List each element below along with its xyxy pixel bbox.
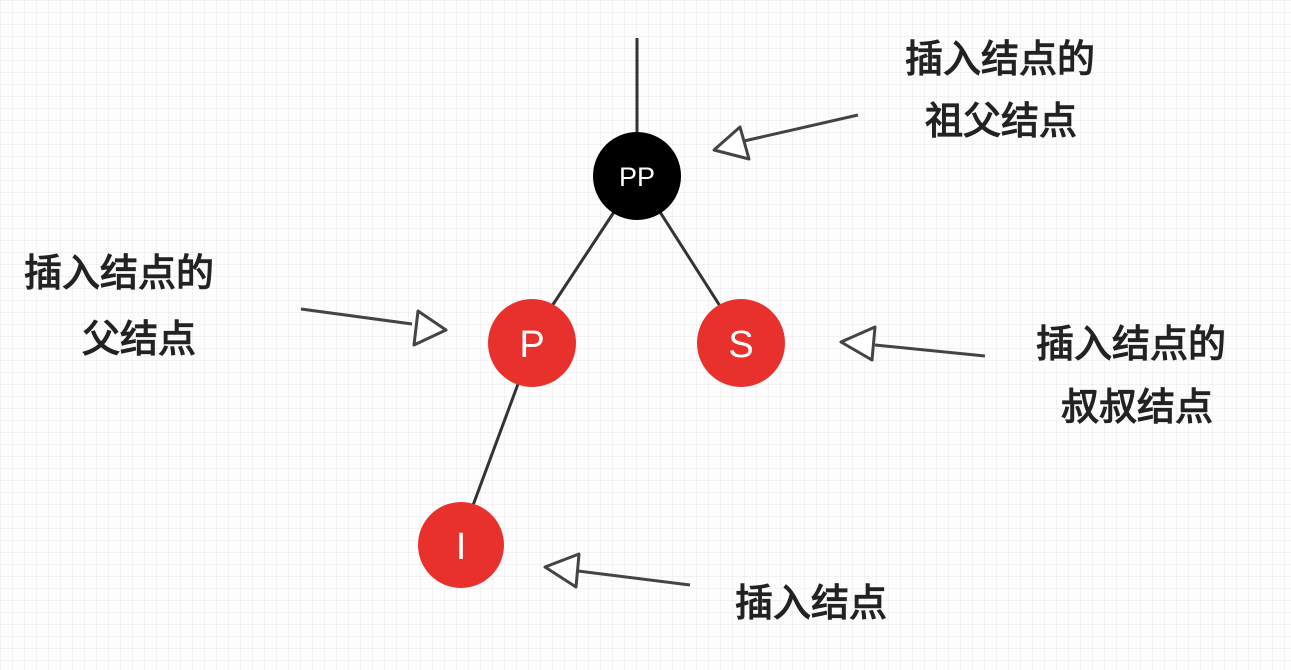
arrow-uncle <box>839 325 986 362</box>
node-s-circle <box>697 299 785 387</box>
arrow-parent <box>300 307 448 347</box>
arrow-inserted <box>543 552 691 589</box>
node-i-circle <box>418 502 504 588</box>
node-p-label: P <box>519 324 544 366</box>
node-i-label: I <box>456 526 467 568</box>
arrow-inserted-shaft <box>577 569 691 587</box>
arrow-parent-head <box>412 309 448 347</box>
node-p-circle <box>488 299 576 387</box>
caption-grandparent: 插入结点的 祖父结点 <box>905 37 1095 143</box>
caption-uncle: 插入结点的 叔叔结点 <box>1036 322 1226 429</box>
arrow-uncle-shaft <box>874 343 986 358</box>
arrow-inserted-head <box>543 552 581 589</box>
node-i: I <box>418 502 504 588</box>
caption-inserted-line1: 插入结点 <box>735 581 887 625</box>
node-pp-circle <box>593 132 681 220</box>
edge-pp-s <box>658 211 722 307</box>
node-s: S <box>697 299 785 387</box>
edge-p-i <box>470 383 520 509</box>
arrow-grandparent-shaft <box>743 113 859 143</box>
arrow-grandparent <box>712 113 859 161</box>
caption-grandparent-line2: 祖父结点 <box>925 99 1077 143</box>
arrow-parent-shaft <box>300 307 413 326</box>
caption-uncle-line2: 叔叔结点 <box>1061 385 1213 429</box>
node-pp-label: PP <box>619 162 655 192</box>
caption-inserted: 插入结点 <box>735 581 887 625</box>
caption-parent: 插入结点的 父结点 <box>24 251 214 361</box>
arrow-grandparent-head <box>712 125 751 161</box>
caption-parent-line1: 插入结点的 <box>24 251 214 295</box>
node-s-label: S <box>728 324 753 366</box>
caption-grandparent-line1: 插入结点的 <box>905 37 1095 81</box>
arrow-uncle-head <box>839 325 877 362</box>
caption-uncle-line1: 插入结点的 <box>1036 322 1226 366</box>
node-p: P <box>488 299 576 387</box>
node-pp: PP <box>593 132 681 220</box>
caption-parent-line2: 父结点 <box>82 317 196 361</box>
edge-pp-p <box>550 211 616 307</box>
